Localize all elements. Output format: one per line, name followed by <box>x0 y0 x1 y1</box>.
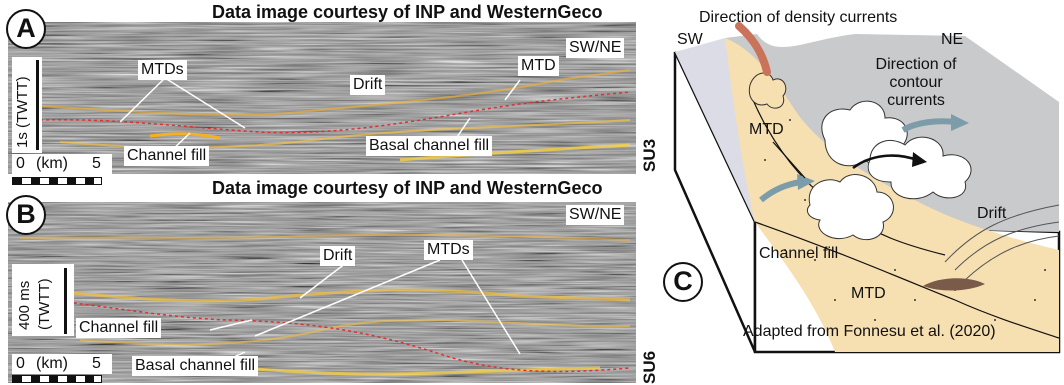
panel-a-vscale-bar <box>36 60 39 150</box>
panel-a-hscale-box <box>12 154 112 174</box>
panel-a-label-mtd: MTD <box>518 56 559 76</box>
panel-a-label-mtds: MTDs <box>138 60 187 80</box>
panel-a-label-drift: Drift <box>350 75 386 95</box>
panel-b-vscale-box <box>12 264 74 336</box>
panel-c-channel-fill: Channel fill <box>759 245 839 262</box>
panel-b-hscale-unit: (km) <box>36 355 68 372</box>
panel-b-label-basal-channel-fill: Basal channel fill <box>132 356 259 376</box>
panel-c: Direction of density currents SW NE Dire… <box>655 0 1064 385</box>
panel-b-letter: B <box>6 195 46 235</box>
contour-currents-line-1: Direction of <box>875 56 957 73</box>
panel-c-ne: NE <box>941 31 964 48</box>
panel-b-orientation: SW/NE <box>566 205 625 225</box>
panel-a-orientation: SW/NE <box>566 38 625 58</box>
panel-b-vscale-bar <box>64 268 67 334</box>
panel-b-vscale-label-1: 400 ms <box>16 280 33 330</box>
panel-c-mtd-upper: MTD <box>749 121 784 138</box>
panel-c-letter: C <box>663 262 703 302</box>
panel-b-hscale-bar <box>12 375 102 383</box>
panel-c-drift: Drift <box>977 205 1007 222</box>
panel-a-courtesy: Data image courtesy of INP and WesternGe… <box>212 2 603 22</box>
panel-a-hscale-left: 0 <box>16 155 25 172</box>
panel-a-hscale-bar <box>12 177 102 185</box>
panel-b-label-mtds: MTDs <box>424 240 473 260</box>
contour-currents-line-3: currents <box>887 92 945 109</box>
panel-b-courtesy: Data image courtesy of INP and WesternGe… <box>212 178 603 198</box>
panel-a-letter: A <box>6 9 46 49</box>
panel-b-hscale-right: 5 <box>92 355 101 372</box>
panel-a: A Data image courtesy of INP and Western… <box>0 0 659 185</box>
panel-b-hscale-box <box>12 354 112 374</box>
panel-b-vscale-label-2: (TWTT) <box>36 278 53 330</box>
panel-b-label-drift: Drift <box>320 246 356 266</box>
panel-c-credit: Adapted from Fonnesu et al. (2020) <box>743 323 996 340</box>
seismic-section-b <box>8 202 636 383</box>
panel-c-mtd-lower: MTD <box>851 285 886 302</box>
contour-currents-line-2: contour <box>889 74 943 91</box>
panel-b-hscale-left: 0 <box>16 355 25 372</box>
seismic-section-a <box>8 22 636 174</box>
panel-b-label-channel-fill: Channel fill <box>76 318 162 338</box>
panel-a-vscale-label: 1s (TWTT) <box>14 76 31 148</box>
panel-a-label-basal-channel-fill: Basal channel fill <box>366 136 493 156</box>
panel-c-sw: SW <box>677 31 703 48</box>
block-diagram <box>673 22 1061 354</box>
panel-a-hscale-unit: (km) <box>36 155 68 172</box>
panel-c-contour-currents: Direction of contour currents <box>831 56 1001 110</box>
panel-a-hscale-right: 5 <box>92 155 101 172</box>
panel-c-density-currents: Direction of density currents <box>699 9 898 26</box>
panel-b: B Data image courtesy of INP and Western… <box>0 178 659 385</box>
panel-a-label-channel-fill: Channel fill <box>124 146 210 166</box>
